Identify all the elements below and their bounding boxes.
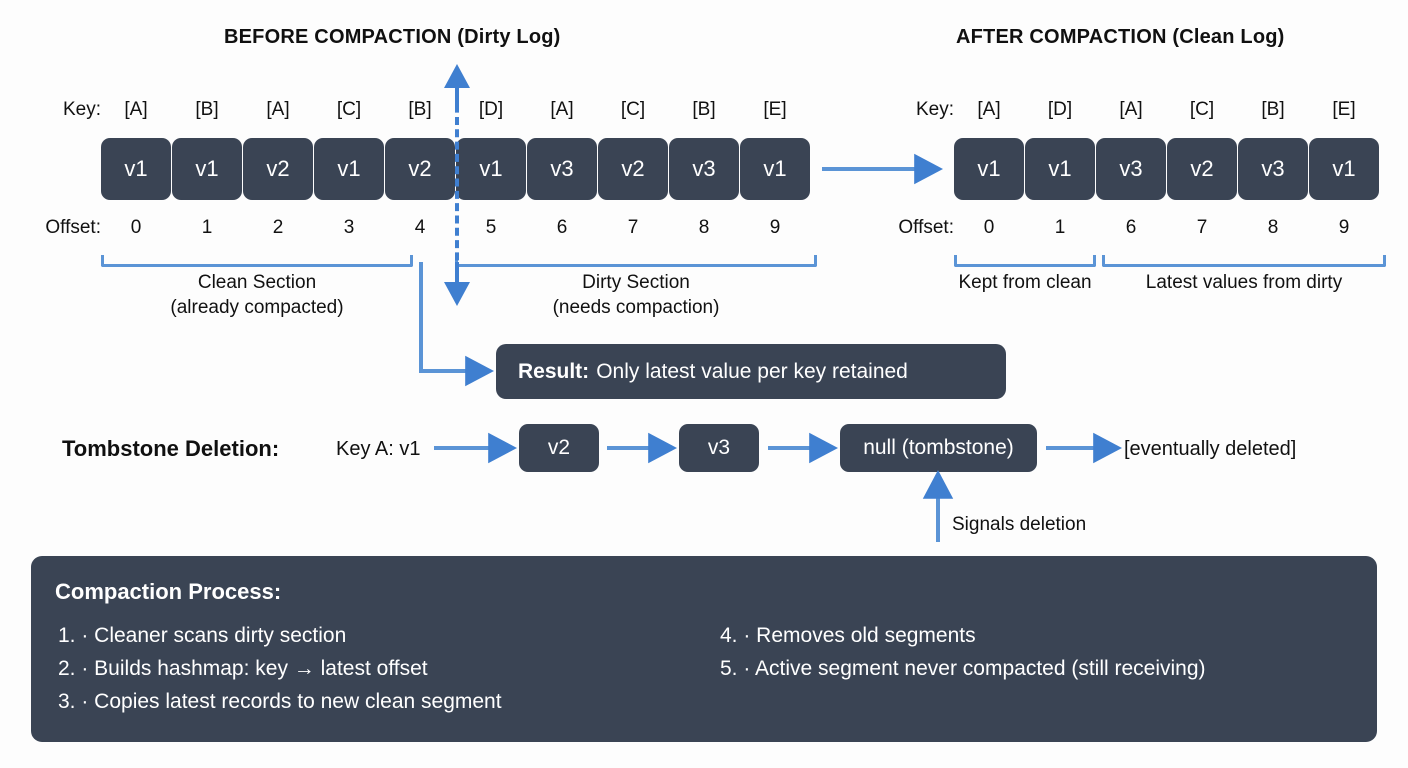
after-offset-row-label: Offset: (898, 217, 954, 238)
before-key-label: [B] (408, 99, 432, 120)
compaction-process-step: 3. · Copies latest records to new clean … (58, 690, 502, 713)
after-offset-label: 9 (1338, 217, 1350, 238)
compaction-process-step: 5. · Active segment never compacted (sti… (720, 657, 1206, 680)
after-record-box: v1 (954, 138, 1024, 200)
compaction-process-panel: Compaction Process: 1. · Cleaner scans d… (31, 556, 1377, 742)
before-compaction-title: BEFORE COMPACTION (Dirty Log) (224, 26, 561, 48)
compaction-process-step: 4. · Removes old segments (720, 624, 976, 647)
signals-deletion-annotation: Signals deletion (952, 514, 1087, 535)
latest-from-dirty-bracket (1102, 255, 1386, 267)
after-key-label: [B] (1261, 99, 1285, 120)
tombstone-step-null: null (tombstone) (840, 424, 1037, 472)
after-record-box: v1 (1309, 138, 1379, 200)
before-offset-label: 6 (556, 217, 568, 238)
before-record-box: v1 (740, 138, 810, 200)
after-key-label: [E] (1332, 99, 1356, 120)
after-key-label: [A] (1119, 99, 1143, 120)
tombstone-start-value: Key A: v1 (336, 438, 421, 460)
before-record-box: v2 (243, 138, 313, 200)
compaction-process-left-column: 1. · Cleaner scans dirty section 2. · Bui… (58, 624, 502, 723)
result-callout-box: Result: Only latest value per key retain… (496, 344, 1006, 399)
before-offset-label: 9 (769, 217, 781, 238)
before-offset-label: 1 (201, 217, 213, 238)
before-key-label: [B] (195, 99, 219, 120)
compaction-process-right-column: 4. · Removes old segments 5. · Active seg… (720, 624, 1206, 690)
kept-from-clean-caption: Kept from clean (958, 272, 1092, 293)
clean-dirty-divider-dashed (455, 80, 459, 285)
clean-caption-line-1: Clean Section (197, 272, 317, 293)
after-offset-label: 7 (1196, 217, 1208, 238)
before-offset-label: 3 (343, 217, 355, 238)
compaction-process-step: 1. · Cleaner scans dirty section (58, 624, 347, 647)
before-record-box: v2 (385, 138, 455, 200)
tombstone-end-text: [eventually deleted] (1124, 438, 1297, 460)
latest-from-dirty-caption: Latest values from dirty (1145, 272, 1343, 293)
before-record-box: v1 (101, 138, 171, 200)
clean-section-bracket (101, 255, 413, 267)
before-offset-label: 4 (414, 217, 426, 238)
after-record-box: v2 (1167, 138, 1237, 200)
before-offset-label: 7 (627, 217, 639, 238)
before-record-box: v2 (598, 138, 668, 200)
before-record-box: v1 (456, 138, 526, 200)
clean-section-caption: Clean Section (already compacted) (101, 270, 413, 320)
before-key-label: [B] (692, 99, 716, 120)
before-key-label: [C] (336, 99, 362, 120)
result-text: Only latest value per key retained (596, 359, 908, 383)
kept-from-clean-bracket (954, 255, 1096, 267)
before-offset-label: 5 (485, 217, 497, 238)
before-record-box: v1 (172, 138, 242, 200)
before-key-label: [C] (620, 99, 646, 120)
clean-caption-line-2: (already compacted) (170, 297, 344, 318)
before-record-box: v3 (669, 138, 739, 200)
before-record-box: v3 (527, 138, 597, 200)
compaction-process-title: Compaction Process: (55, 579, 282, 604)
before-key-label: [E] (763, 99, 787, 120)
before-key-label: [A] (124, 99, 148, 120)
tombstone-step-v2: v2 (519, 424, 599, 472)
before-offset-label: 2 (272, 217, 284, 238)
before-offset-row-label: Offset: (45, 217, 101, 238)
after-offset-label: 6 (1125, 217, 1137, 238)
before-key-label: [A] (550, 99, 574, 120)
tombstone-heading: Tombstone Deletion: (62, 436, 280, 461)
before-record-box: v1 (314, 138, 384, 200)
after-record-box: v1 (1025, 138, 1095, 200)
dirty-caption-line-1: Dirty Section (582, 272, 690, 293)
tombstone-step-v3: v3 (679, 424, 759, 472)
dirty-section-bracket (455, 255, 817, 267)
before-offset-label: 8 (698, 217, 710, 238)
after-offset-label: 1 (1054, 217, 1066, 238)
after-record-box: v3 (1096, 138, 1166, 200)
dirty-caption-line-2: (needs compaction) (552, 297, 720, 318)
after-key-label: [D] (1047, 99, 1073, 120)
after-offset-label: 0 (983, 217, 995, 238)
before-offset-label: 0 (130, 217, 142, 238)
after-offset-label: 8 (1267, 217, 1279, 238)
dirty-section-caption: Dirty Section (needs compaction) (455, 270, 817, 320)
after-key-label: [C] (1189, 99, 1215, 120)
after-key-label: [A] (977, 99, 1001, 120)
after-key-row-label: Key: (915, 99, 954, 120)
after-compaction-title: AFTER COMPACTION (Clean Log) (956, 26, 1285, 48)
after-record-box: v3 (1238, 138, 1308, 200)
result-label: Result: (518, 359, 590, 383)
compaction-process-step: 2. · Builds hashmap: key → latest offset (58, 657, 428, 680)
before-key-label: [D] (478, 99, 504, 120)
before-key-label: [A] (266, 99, 290, 120)
before-key-row-label: Key: (62, 99, 101, 120)
